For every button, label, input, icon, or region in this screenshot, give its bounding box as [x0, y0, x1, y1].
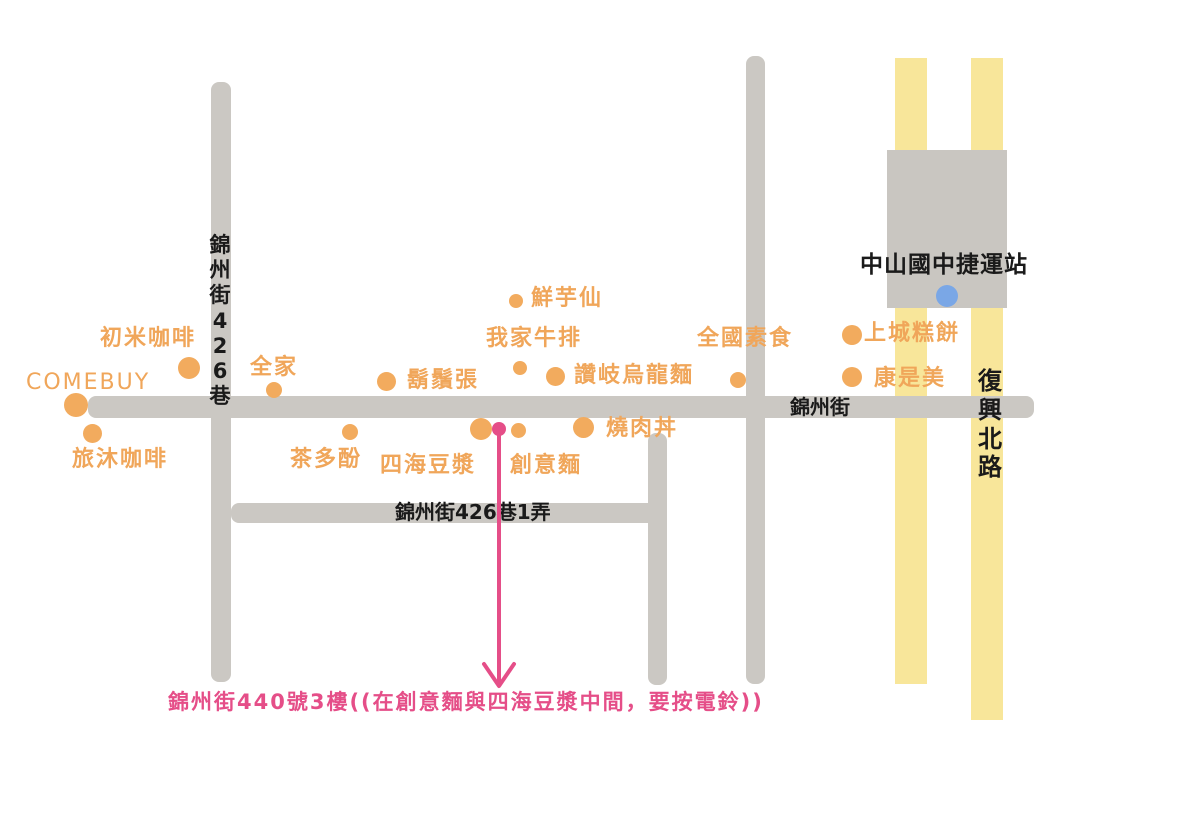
poi-dot-yakiniku-don — [573, 417, 594, 438]
poi-dot-sihai-soymilk — [470, 418, 492, 440]
poi-label-xianyuxian: 鮮芋仙 — [531, 286, 604, 311]
poi-dot-chuangyi-noodle — [511, 423, 526, 438]
road-alley-1 — [231, 503, 667, 523]
poi-dot-chaduofen — [342, 424, 358, 440]
poi-label-quanjia: 全家 — [250, 355, 299, 380]
poi-label-sihai-soymilk: 四海豆漿 — [380, 453, 477, 478]
poi-dot-lvmu-cafe — [83, 424, 102, 443]
station-marker-icon — [936, 285, 958, 307]
poi-dot-comebuy — [64, 393, 88, 417]
poi-label-kangshimei: 康是美 — [874, 366, 947, 391]
road-side-vertical — [648, 433, 667, 685]
road-right-vertical — [746, 56, 765, 684]
poi-dot-sanuki-udon — [546, 367, 565, 386]
poi-label-chuangyi-noodle: 創意麵 — [510, 453, 583, 478]
metro-station-building — [887, 150, 1007, 308]
poi-label-huxuzhang: 鬍鬚張 — [407, 368, 480, 393]
fuxing-road-label: 復興北路 — [978, 367, 1002, 482]
poi-label-comebuy: COMEBUY — [26, 370, 151, 395]
destination-address: 錦州街440號3樓((在創意麵與四海豆漿中間，要按電鈴)) — [168, 690, 764, 714]
poi-label-wojia-steak: 我家牛排 — [486, 326, 583, 351]
poi-label-quanguo-veg: 全國素食 — [697, 326, 794, 351]
poi-label-chaduofen: 茶多酚 — [290, 447, 363, 472]
poi-label-yakiniku-don: 燒肉丼 — [606, 416, 679, 441]
jinzhou-street-label: 錦州街 — [790, 395, 850, 419]
poi-dot-shangcheng-cake — [842, 325, 862, 345]
poi-dot-chumi-cafe — [178, 357, 200, 379]
poi-label-sanuki-udon: 讚岐烏龍麵 — [574, 363, 695, 388]
poi-label-lvmu-cafe: 旅沐咖啡 — [72, 447, 169, 472]
poi-dot-quanjia — [266, 382, 282, 398]
poi-dot-huxuzhang — [377, 372, 396, 391]
poi-dot-wojia-steak — [513, 361, 527, 375]
alley-label: 錦州街426巷1弄 — [395, 500, 551, 524]
destination-arrow-icon — [482, 422, 516, 688]
station-label: 中山國中捷運站 — [860, 252, 1028, 278]
road-jinzhou-street — [88, 396, 1034, 418]
poi-label-chumi-cafe: 初米咖啡 — [100, 326, 197, 351]
lane-426-label: 錦州街426巷 — [209, 233, 231, 409]
poi-dot-quanguo-veg — [730, 372, 746, 388]
poi-label-shangcheng-cake: 上城糕餅 — [864, 321, 961, 346]
poi-dot-kangshimei — [842, 367, 862, 387]
road-lane-426 — [211, 82, 231, 682]
poi-dot-xianyuxian — [509, 294, 523, 308]
